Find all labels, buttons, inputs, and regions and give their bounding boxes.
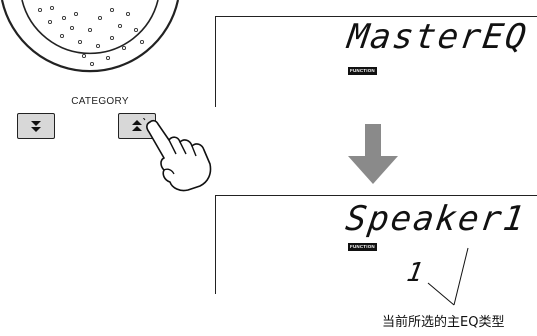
pointing-hand-icon — [142, 118, 212, 192]
double-chevron-up-icon — [132, 120, 142, 131]
category-label: CATEGORY — [71, 96, 129, 107]
dial-icon[interactable] — [0, 0, 200, 100]
category-down-button[interactable] — [17, 113, 55, 139]
lcd-screen-before — [215, 16, 537, 107]
lcd-text-mastereq: MasterEQ — [345, 17, 531, 57]
function-badge: FUNCTION — [348, 243, 377, 251]
arrow-down-icon — [348, 124, 398, 184]
caption-current-eq-type: 当前所选的主EQ类型 — [382, 315, 505, 330]
double-chevron-down-icon — [31, 121, 41, 132]
lcd-text-speaker1: Speaker1 — [343, 199, 529, 239]
function-badge: FUNCTION — [348, 67, 377, 75]
lcd-screen-after — [215, 195, 537, 294]
